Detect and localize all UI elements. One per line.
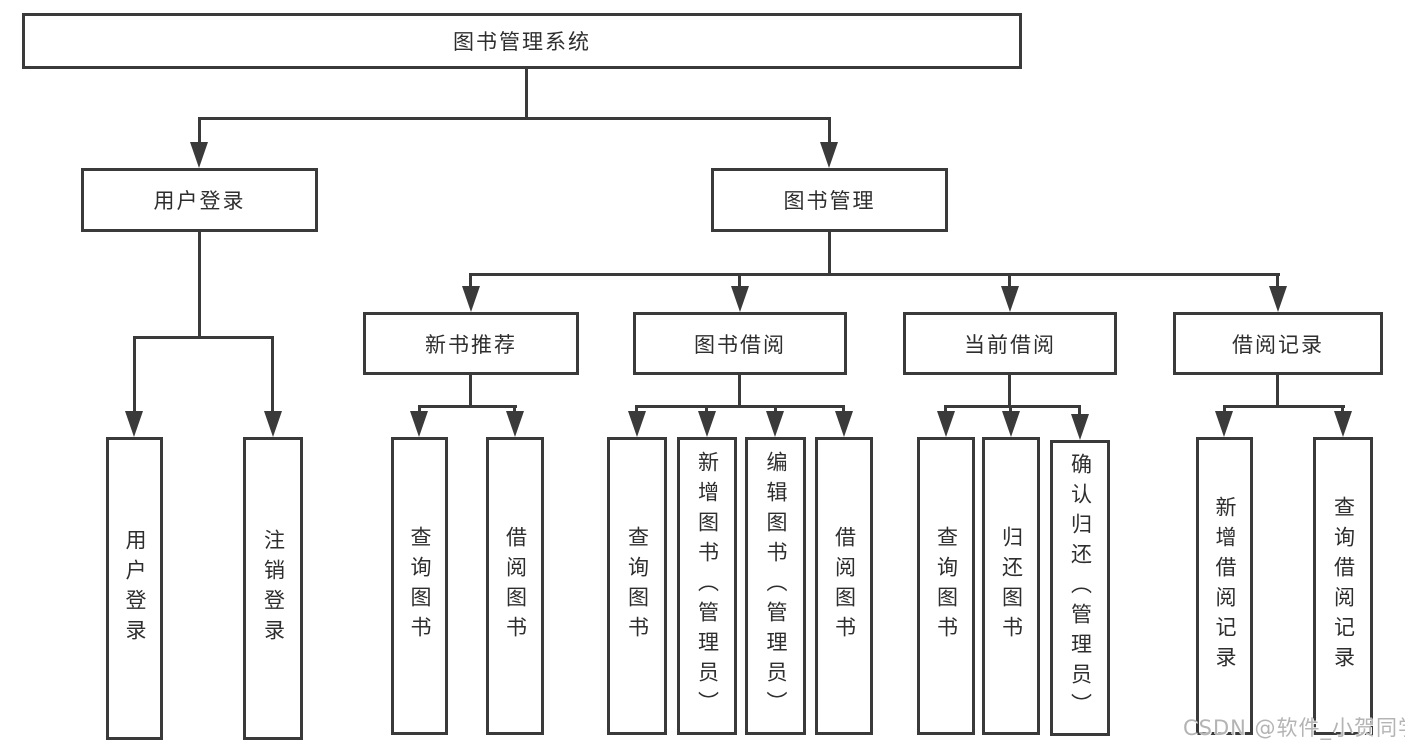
- arrowhead-icon: [1334, 411, 1352, 437]
- connector-shaft: [1223, 405, 1226, 414]
- leaf-edit-book-admin: 编辑图书（管理员）: [745, 437, 806, 735]
- connector-shaft: [1009, 405, 1012, 414]
- connector-user-login-rail: [133, 336, 274, 339]
- connector-shaft: [774, 405, 777, 414]
- arrowhead-icon: [698, 411, 716, 437]
- node-current-borrowing: 当前借阅: [903, 312, 1117, 375]
- connector-shaft: [1078, 405, 1081, 417]
- leaf-add-borrow-record: 新增借阅记录: [1196, 437, 1253, 735]
- node-new-book-recommendation: 新书推荐: [363, 312, 579, 375]
- connector-shaft: [828, 117, 831, 143]
- connector-current-stem: [1008, 374, 1011, 408]
- connector-shaft: [133, 336, 136, 412]
- arrowhead-icon: [820, 142, 838, 168]
- connector-records-rail: [1223, 405, 1345, 408]
- connector-shaft: [513, 405, 516, 414]
- connector-borrowing-stem: [738, 374, 741, 408]
- connector-level2-rail: [469, 273, 1280, 276]
- arrowhead-icon: [190, 142, 208, 168]
- arrowhead-icon: [1215, 411, 1233, 437]
- connector-records-stem: [1276, 374, 1279, 408]
- leaf-confirm-return-admin: 确认归还（管理员）: [1050, 440, 1110, 736]
- leaf-query-books-borrowing: 查询图书: [607, 437, 667, 735]
- connector-user-login-stem: [198, 232, 201, 338]
- leaf-borrow-books-borrowing: 借阅图书: [815, 437, 873, 735]
- arrowhead-icon: [264, 411, 282, 437]
- connector-shaft: [738, 273, 741, 287]
- leaf-borrow-books-recommend: 借阅图书: [486, 437, 544, 735]
- connector-borrowing-rail: [635, 405, 845, 408]
- connector-shaft: [635, 405, 638, 414]
- leaf-user-login: 用户登录: [106, 437, 163, 740]
- connector-shaft: [469, 273, 472, 287]
- node-borrowing-records: 借阅记录: [1173, 312, 1383, 375]
- arrowhead-icon: [731, 286, 749, 312]
- csdn-watermark: CSDN @软件_小贺同学: [1183, 716, 1405, 740]
- connector-shaft: [705, 405, 708, 414]
- node-user-login: 用户登录: [81, 168, 318, 232]
- arrowhead-icon: [766, 411, 784, 437]
- arrowhead-icon: [628, 411, 646, 437]
- connector-root-stem: [525, 68, 528, 119]
- arrowhead-icon: [1002, 411, 1020, 437]
- connector-book-mgmt-stem: [828, 232, 831, 275]
- node-book-borrowing: 图书借阅: [633, 312, 847, 375]
- arrowhead-icon: [937, 411, 955, 437]
- node-book-management: 图书管理: [711, 168, 948, 232]
- connector-shaft: [944, 405, 947, 414]
- leaf-add-book-admin: 新增图书（管理员）: [677, 437, 737, 735]
- arrowhead-icon: [1071, 414, 1089, 440]
- connector-shaft: [271, 336, 274, 412]
- arrowhead-icon: [1269, 286, 1287, 312]
- connector-recommend-stem: [469, 374, 472, 408]
- connector-shaft: [418, 405, 421, 414]
- arrowhead-icon: [125, 411, 143, 437]
- leaf-logout: 注销登录: [243, 437, 303, 740]
- leaf-return-books: 归还图书: [982, 437, 1040, 735]
- arrowhead-icon: [462, 286, 480, 312]
- arrowhead-icon: [1001, 286, 1019, 312]
- connector-shaft: [198, 117, 201, 143]
- connector-shaft: [1276, 273, 1279, 287]
- connector-current-rail: [944, 405, 1081, 408]
- arrowhead-icon: [410, 411, 428, 437]
- connector-shaft: [842, 405, 845, 414]
- arrowhead-icon: [506, 411, 524, 437]
- arrowhead-icon: [835, 411, 853, 437]
- leaf-query-books-recommend: 查询图书: [391, 437, 448, 735]
- node-library-system: 图书管理系统: [22, 13, 1022, 69]
- connector-level1-rail: [198, 117, 831, 120]
- connector-shaft: [1341, 405, 1344, 414]
- leaf-query-borrow-record: 查询借阅记录: [1313, 437, 1373, 735]
- connector-recommend-rail: [418, 405, 517, 408]
- connector-shaft: [1008, 273, 1011, 287]
- leaf-query-books-current: 查询图书: [917, 437, 975, 735]
